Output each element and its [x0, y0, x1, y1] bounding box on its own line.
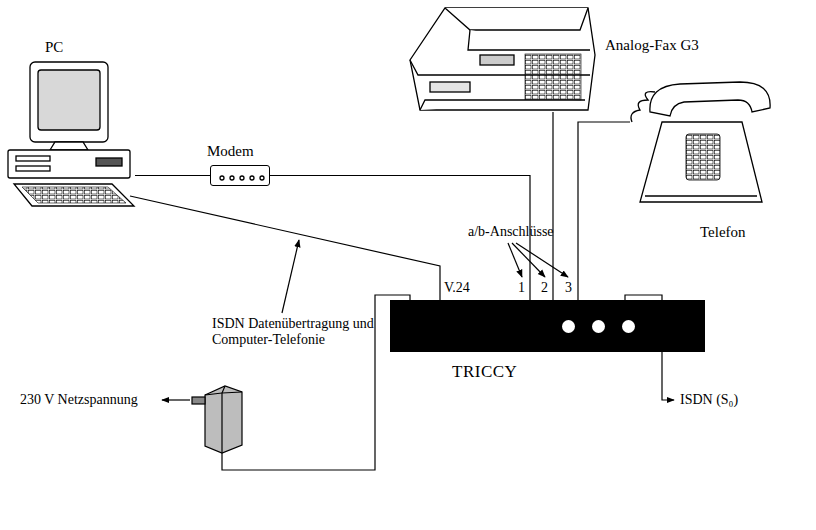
group-label: a/b-Anschlüsse: [468, 224, 554, 240]
node-label: TRICCY: [452, 363, 517, 381]
led-dot: [562, 320, 575, 333]
callout-label: ISDN Datenübertragung und Computer-Telef…: [212, 316, 392, 348]
node-label: Analog-Fax G3: [605, 36, 699, 54]
cable-line: [578, 122, 630, 300]
node-label: Telefon: [700, 223, 746, 241]
port-label: V.24: [444, 280, 470, 296]
cable-line: [130, 196, 440, 300]
node-label: PC: [45, 38, 63, 56]
port-number: 3: [565, 280, 572, 296]
power-adapter: [192, 386, 242, 453]
port-number: 1: [518, 280, 525, 296]
port-number: 2: [541, 280, 548, 296]
cable-line: [552, 112, 553, 300]
pc-node: PC: [5, 58, 135, 208]
pc-illustration: [8, 62, 134, 206]
supply-label: 230 V Netzspannung: [20, 392, 138, 408]
fax-node: Analog-Fax G3: [408, 6, 596, 112]
wires: [162, 240, 674, 470]
modem-illustration: [220, 176, 264, 180]
led-dot: [622, 320, 635, 333]
triccy-device: TRICCY: [390, 300, 705, 352]
fax-illustration: [410, 8, 595, 110]
node-label: Modem: [207, 142, 254, 160]
telephone-node: Telefon: [630, 80, 772, 205]
telephone-illustration: [631, 82, 770, 202]
modem-box: Modem: [210, 165, 270, 186]
led-dot: [592, 320, 605, 333]
cable-line: [135, 175, 210, 176]
line-label: ISDN (S₀): [680, 392, 738, 408]
